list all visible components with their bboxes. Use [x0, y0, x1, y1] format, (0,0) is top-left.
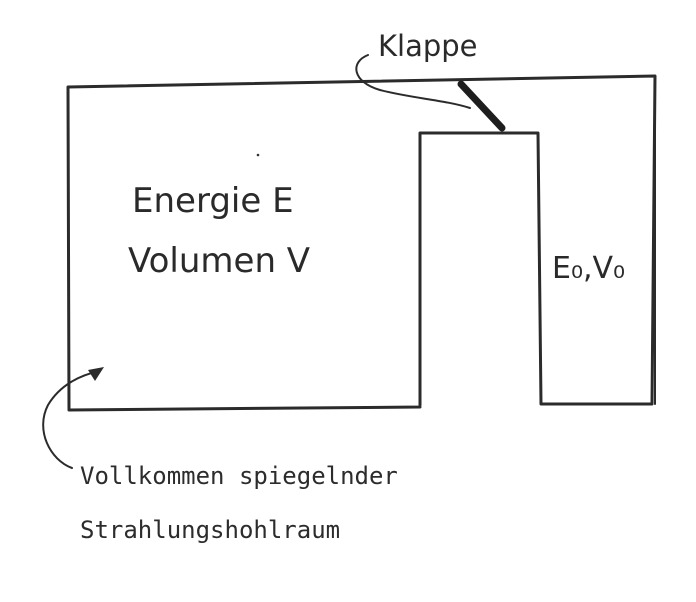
volume-label: Volumen V: [128, 241, 310, 281]
arrowhead-icon: [88, 367, 104, 381]
caption-line-1: Vollkommen spiegelnder: [80, 462, 398, 490]
small-chamber-label: E₀,V₀: [552, 251, 625, 286]
flap-label: Klappe: [378, 29, 478, 63]
flap-pointer: [355, 54, 471, 109]
large-cavity-outline: [66, 74, 657, 412]
flap-shape: [457, 80, 506, 132]
cavity-pointer-arrow: [42, 370, 101, 469]
energy-label: Energie E: [132, 181, 294, 221]
caption-line-2: Strahlungshohlraum: [80, 516, 340, 544]
speck: [256, 153, 260, 157]
